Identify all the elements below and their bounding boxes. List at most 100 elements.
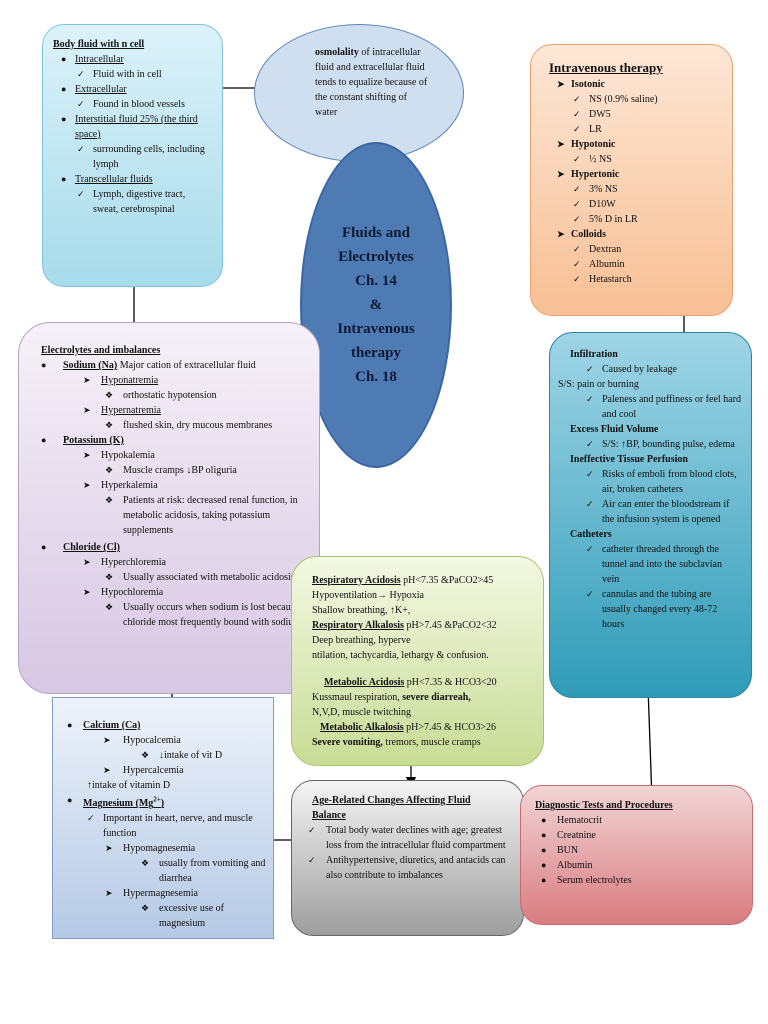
list-item: ✓catheter threaded through the tunnel an… <box>586 544 722 585</box>
list-item: ●Extracellular <box>61 84 127 95</box>
diamond-icon: ❖ <box>105 390 114 400</box>
met-acidosis-header: Metabolic Acidosis pH<7.35 & HCO3<20 <box>324 677 497 688</box>
list-item: ●Serum electrolytes <box>541 875 632 886</box>
check-icon: ✓ <box>308 855 316 865</box>
check-icon: ✓ <box>77 99 85 109</box>
list-item: ✓Risks of emboli from blood clots, air, … <box>586 469 737 495</box>
diamond-icon: ❖ <box>105 465 114 475</box>
iv-complications-box: Infiltration ✓Caused by leakage S/S: pai… <box>549 332 752 698</box>
catheters-title: Catheters <box>570 529 612 540</box>
bullet-icon: ● <box>67 795 73 805</box>
list-item: ●Chloride (Cl) <box>41 542 120 553</box>
arrowhead-icon: ➤ <box>557 169 565 179</box>
iv-title: Intravenous therapy <box>549 60 663 75</box>
list-item: ✓Air can enter the bloodstream if the in… <box>586 499 730 525</box>
list-item: ❖orthostatic hypotension <box>105 390 217 401</box>
list-item: ✓NS (0.9% saline) <box>573 94 658 105</box>
check-icon: ✓ <box>573 184 581 194</box>
met-acidosis-line1: Kussmaul respiration, severe diarreah, <box>312 692 471 703</box>
arrowhead-icon: ➤ <box>83 480 91 490</box>
list-item: ●Interstitial fluid 25% (the third space… <box>61 114 198 140</box>
list-item: ●Intracellular <box>61 54 124 65</box>
body-fluid-title: Body fluid with n cell <box>53 39 145 50</box>
check-icon: ✓ <box>573 214 581 224</box>
list-item: ❖usually from vomiting and diarrhea <box>141 858 266 885</box>
list-item: ✓Hetastarch <box>573 274 632 285</box>
list-item: ❖Usually associated with metabolic acido… <box>105 572 295 583</box>
list-item: ✓S/S: ↑BP, bounding pulse, edema <box>586 439 735 450</box>
check-icon: ✓ <box>573 274 581 284</box>
resp-acidosis-header: Respiratory Acidosis pH<7.35 &PaCO2>45 <box>312 575 494 586</box>
resp-alkalosis-line2: ntilation, tachycardia, lethargy & confu… <box>312 650 489 661</box>
infiltration-ss: S/S: pain or burning <box>558 379 639 390</box>
list-item: ✓3% NS <box>573 184 618 195</box>
list-item: ➤Hypomagnesemia <box>105 843 196 855</box>
list-item: ➤Hypokalemia <box>83 450 155 461</box>
check-icon: ✓ <box>573 109 581 119</box>
list-item: ❖Patients at risk: decreased renal funct… <box>105 495 298 536</box>
arrowhead-icon: ➤ <box>557 229 565 239</box>
list-item: ➤Hyperkalemia <box>83 480 158 491</box>
check-icon: ✓ <box>308 825 316 835</box>
infiltration-title: Infiltration <box>570 349 618 360</box>
list-item: ➤Hypermagnesemia <box>105 888 198 900</box>
iv-therapy-box: Intravenous therapy ➤Isotonic ✓NS (0.9% … <box>530 44 733 316</box>
calcium-magnesium-box: ●Calcium (Ca) ➤Hypocalcemia ❖↓intake of … <box>52 697 274 939</box>
arrowhead-icon: ➤ <box>105 843 113 854</box>
electrolytes-box: Electrolytes and imbalances ●Sodium (Na)… <box>18 322 320 694</box>
list-item: ✓Caused by leakage <box>586 364 677 375</box>
list-item: ✓Fluid with in cell <box>77 69 162 80</box>
list-item: ➤Hyperchloremia <box>83 557 166 568</box>
center-topic-ellipse: Fluids and Electrolytes Ch. 14 & Intrave… <box>300 142 452 468</box>
bullet-icon: ● <box>541 875 547 885</box>
met-alkalosis-header: Metabolic Alkalosis pH>7.45 & HCO3>26 <box>320 722 497 733</box>
list-item: ❖Muscle cramps ↓BP oliguria <box>105 465 237 476</box>
met-alkalosis-line1: Severe vomiting, tremors, muscle cramps <box>312 737 481 748</box>
resp-alkalosis-header: Respiratory Alkalosis pH>7.45 &PaCO2<32 <box>312 620 497 631</box>
list-item: ✓DW5 <box>573 109 611 120</box>
osmolality-term: osmolality <box>315 47 359 58</box>
excess-title: Excess Fluid Volume <box>570 424 659 435</box>
bullet-icon: ● <box>541 860 547 870</box>
bullet-icon: ● <box>41 542 47 552</box>
arrowhead-icon: ➤ <box>83 450 91 460</box>
center-title: Fluids and Electrolytes Ch. 14 & Intrave… <box>337 225 415 385</box>
bullet-icon: ● <box>41 360 47 370</box>
list-item: ●Creatnine <box>541 830 596 841</box>
diamond-icon: ❖ <box>141 750 150 760</box>
met-acidosis-line2: N,V,D, muscle twitching <box>312 707 411 718</box>
list-item: ❖↓intake of vit D <box>141 750 223 761</box>
arrowhead-icon: ➤ <box>83 375 91 385</box>
list-item: ✓D10W <box>573 199 616 210</box>
bullet-icon: ● <box>541 845 547 855</box>
list-item: ●Magnesium (Mg2+) <box>67 795 165 810</box>
check-icon: ✓ <box>586 499 594 509</box>
check-icon: ✓ <box>573 154 581 164</box>
list-item: ➤Hypernatremia <box>83 405 161 416</box>
check-icon: ✓ <box>573 259 581 269</box>
list-item: ●Potassium (K) <box>41 435 124 446</box>
check-icon: ✓ <box>586 544 594 554</box>
list-item: ✓Total body water declines with age; gre… <box>308 825 506 851</box>
arrowhead-icon: ➤ <box>105 888 113 899</box>
check-icon: ✓ <box>573 94 581 104</box>
arrow-complications-diag <box>643 685 657 802</box>
check-icon: ✓ <box>573 124 581 134</box>
check-icon: ✓ <box>77 189 85 199</box>
diagnostic-title: Diagnostic Tests and Procedures <box>535 800 673 811</box>
bullet-icon: ● <box>61 84 67 94</box>
list-item: ➤Hyponatremia <box>83 375 159 386</box>
resp-alkalosis-line1: Deep breathing, hyperve <box>312 635 411 646</box>
list-item: ✓Found in blood vessels <box>77 99 185 110</box>
age-title: Age-Related Changes Affecting Fluid Bala… <box>312 795 471 821</box>
list-item: ✓½ NS <box>573 154 612 165</box>
resp-acidosis-line1: Hypoventilation→ Hypoxia <box>312 590 424 601</box>
list-item: ✓Paleness and puffiness or feel hard and… <box>586 394 741 420</box>
iv-group: ➤Colloids <box>557 229 607 240</box>
list-item: ●Sodium (Na) Major cation of extracellul… <box>41 360 256 371</box>
check-icon: ✓ <box>586 364 594 374</box>
diamond-icon: ❖ <box>141 903 150 914</box>
calcium-hyper-detail: ↑intake of vitamin D <box>87 780 171 791</box>
bullet-icon: ● <box>61 174 67 184</box>
check-icon: ✓ <box>586 469 594 479</box>
